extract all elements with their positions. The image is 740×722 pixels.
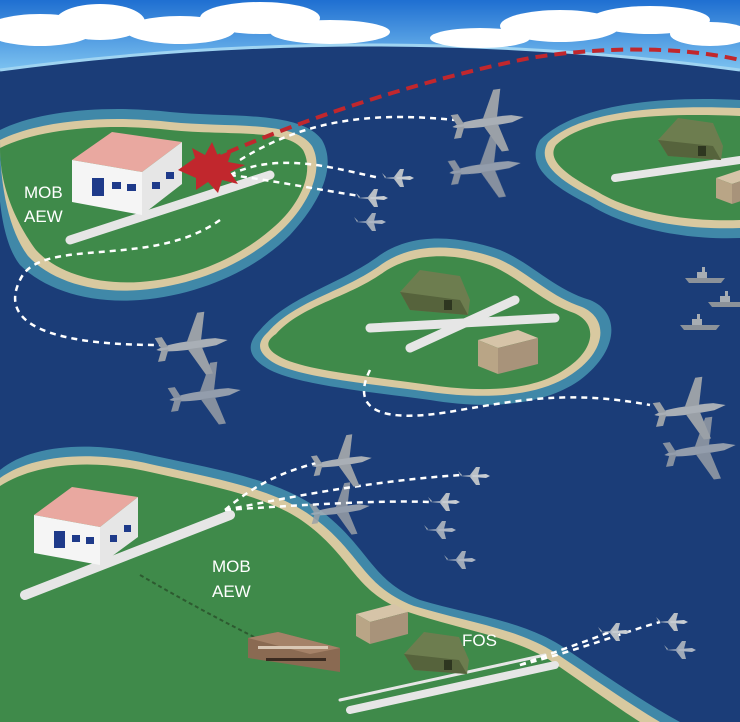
- island-south: [0, 446, 680, 722]
- south-base-label-line2: AEW: [212, 582, 251, 601]
- north-base-label-line2: AEW: [24, 207, 63, 226]
- tent-icon: [404, 632, 469, 674]
- supply-crates-icon: [356, 604, 408, 644]
- train-icon: [248, 632, 340, 672]
- threat-trajectory: [209, 47, 740, 162]
- supply-crates-icon: [716, 170, 740, 204]
- hangar-icon: [34, 487, 138, 565]
- sky: [0, 0, 740, 72]
- tent-icon: [658, 118, 723, 160]
- north-base-label-line1: MOB: [24, 183, 63, 202]
- south-base-label-line1: MOB: [212, 557, 251, 576]
- hangar-icon: [72, 132, 182, 215]
- flight-routes: [13, 115, 661, 667]
- clouds: [0, 2, 740, 48]
- tent-icon: [400, 270, 470, 315]
- supply-crates-icon: [478, 330, 538, 374]
- forward-site-label: FOS: [462, 631, 497, 650]
- explosion-icon: [178, 142, 245, 193]
